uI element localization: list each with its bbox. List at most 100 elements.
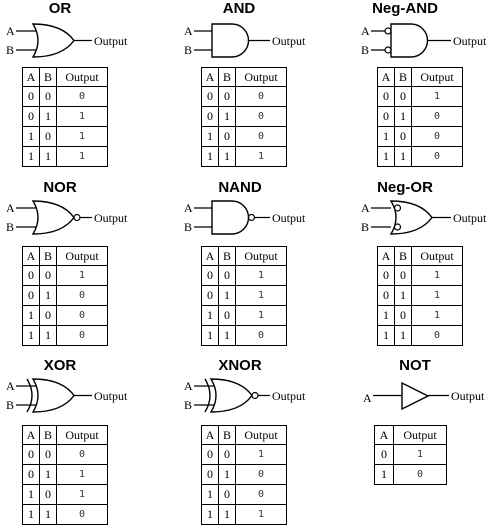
table-cell: 0 <box>411 146 463 167</box>
table-cell: 1 <box>411 285 463 306</box>
table-cell: 1 <box>377 325 395 346</box>
column-header: B <box>394 67 412 87</box>
column-header: Output <box>393 425 447 445</box>
gate-title-xnor: XNOR <box>218 357 262 374</box>
table-cell: 1 <box>411 305 463 326</box>
gate-title-xor: XOR <box>43 357 77 374</box>
table-cell: 0 <box>235 325 287 346</box>
table-cell: 1 <box>56 146 108 167</box>
column-header: A <box>22 67 40 87</box>
column-header: B <box>218 67 236 87</box>
column-header: A <box>201 425 219 445</box>
input-a-label: A <box>6 24 15 38</box>
table-cell: 0 <box>22 444 40 465</box>
table-cell: 0 <box>235 86 287 107</box>
table-cell: 1 <box>56 484 108 505</box>
table-cell: 1 <box>218 464 236 485</box>
table-cell: 0 <box>22 86 40 107</box>
table-cell: 1 <box>394 285 412 306</box>
table-cell: 0 <box>39 126 57 147</box>
table-cell: 0 <box>56 325 108 346</box>
gate-pin-label: Output <box>272 211 306 225</box>
table-cell: 0 <box>56 285 108 306</box>
table-cell: 1 <box>394 146 412 167</box>
table-cell: 0 <box>218 265 236 286</box>
column-header: A <box>22 425 40 445</box>
table-cell: 1 <box>377 305 395 326</box>
column-header: B <box>39 425 57 445</box>
table-cell: 1 <box>218 325 236 346</box>
gate-title-nand: NAND <box>218 179 262 196</box>
table-cell: 1 <box>39 106 57 127</box>
gate-pin-label: B <box>6 398 14 412</box>
table-cell: 1 <box>22 504 40 525</box>
table-cell: 0 <box>22 106 40 127</box>
table-cell: 0 <box>39 86 57 107</box>
table-cell: 1 <box>201 126 219 147</box>
column-header: A <box>377 246 395 266</box>
table-cell: 0 <box>22 285 40 306</box>
gate-pin-label: A <box>6 379 15 393</box>
table-cell: 0 <box>201 86 219 107</box>
column-header: Output <box>411 246 463 266</box>
table-cell: 0 <box>411 325 463 346</box>
table-cell: 1 <box>201 305 219 326</box>
table-cell: 0 <box>218 86 236 107</box>
table-cell: 1 <box>218 504 236 525</box>
table-cell: 1 <box>218 285 236 306</box>
column-header: A <box>377 67 395 87</box>
table-cell: 0 <box>201 285 219 306</box>
gate-pin-label: B <box>184 43 192 57</box>
table-cell: 1 <box>56 126 108 147</box>
table-cell: 0 <box>39 265 57 286</box>
column-header: Output <box>235 246 287 266</box>
or-gate-symbol: A B Output <box>0 20 160 65</box>
xor-gate-symbol: A B Output <box>0 375 160 420</box>
xnor-gate-symbol: A B Output <box>178 375 338 420</box>
gate-title-not: NOT <box>399 357 431 374</box>
table-cell: 1 <box>394 106 412 127</box>
table-cell: 0 <box>56 504 108 525</box>
column-header: A <box>374 425 394 445</box>
table-cell: 0 <box>411 106 463 127</box>
gate-pin-label: B <box>361 43 369 57</box>
column-header: A <box>201 67 219 87</box>
table-cell: 1 <box>39 464 57 485</box>
gate-pin-label: A <box>361 24 370 38</box>
table-cell: 0 <box>394 126 412 147</box>
gate-title-and: AND <box>222 0 256 17</box>
table-cell: 0 <box>235 464 287 485</box>
table-cell: 1 <box>377 146 395 167</box>
table-cell: 0 <box>56 305 108 326</box>
table-cell: 0 <box>394 305 412 326</box>
table-cell: 1 <box>201 504 219 525</box>
table-cell: 1 <box>411 265 463 286</box>
